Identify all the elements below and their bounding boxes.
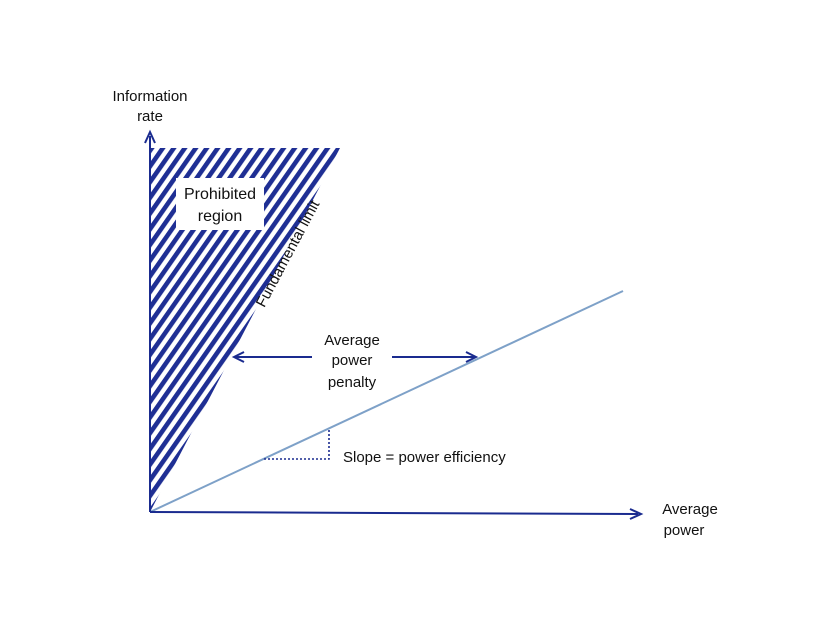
slope-label: Slope = power efficiency <box>343 449 506 466</box>
y-axis-label-line1: Information <box>112 88 187 105</box>
power-penalty-label-line1: Average <box>324 332 380 349</box>
x-axis-arrowhead <box>629 508 644 520</box>
x-axis <box>149 511 639 515</box>
slope-triangle <box>264 428 330 460</box>
prohibited-region <box>150 148 340 512</box>
power-penalty-arrowhead-left <box>231 351 245 363</box>
x-axis-label-line1: Average <box>662 501 718 518</box>
y-axis-arrowhead <box>144 129 156 144</box>
prohibited-region-label-line1: Prohibited <box>184 186 256 203</box>
y-axis-label-line2: rate <box>137 108 163 125</box>
power-penalty-arrowhead-right <box>465 351 479 363</box>
x-axis-label-line2: power <box>664 522 705 539</box>
prohibited-region-label-line2: region <box>198 208 242 225</box>
prohibited-region-label-box <box>176 178 264 230</box>
power-efficiency-line <box>149 290 624 513</box>
power-penalty-label-line2: power <box>332 352 373 369</box>
power-penalty-label-line3: penalty <box>328 374 377 391</box>
